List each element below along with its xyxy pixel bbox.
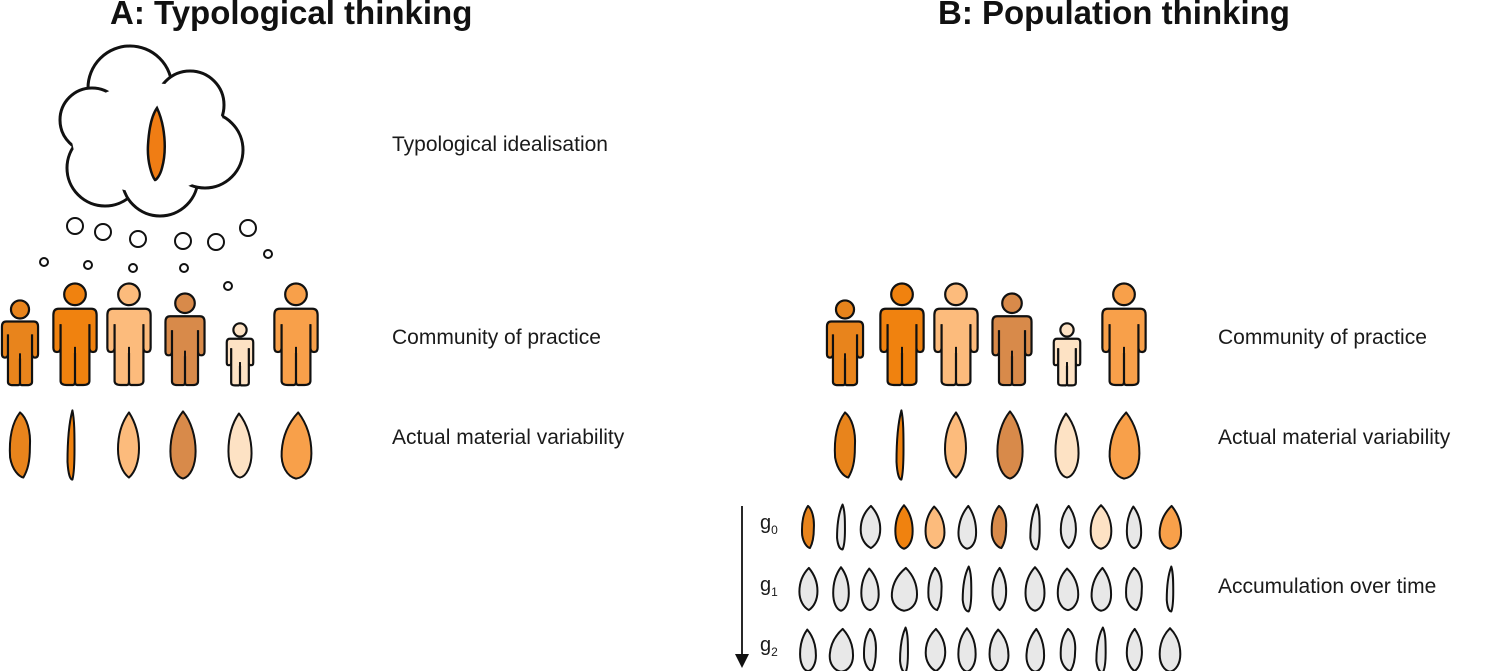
- stone-tool-icon: [1096, 628, 1105, 671]
- thought-bubble-icon: [83, 260, 93, 270]
- label-variability-a: Actual material variability: [392, 426, 625, 449]
- arrow-head-icon: [735, 654, 749, 668]
- stone-tool-icon: [895, 505, 912, 549]
- stone-tool-icon: [864, 629, 876, 671]
- person-icon: [991, 292, 1033, 387]
- stone-tool-icon: [1092, 568, 1112, 611]
- thought-bubble-icon: [128, 263, 138, 273]
- stone-tool-icon: [861, 506, 881, 548]
- stone-tool-icon: [837, 505, 845, 550]
- stone-tool-icon: [926, 629, 946, 671]
- stone-tool-icon: [958, 628, 975, 671]
- stone-tool-icon: [897, 410, 904, 479]
- stone-tool-icon: [1030, 505, 1039, 550]
- stone-tool-icon: [1127, 507, 1141, 548]
- person-icon: [164, 292, 206, 387]
- idealised-tool-icon: [146, 105, 166, 182]
- stone-tool-icon: [1091, 505, 1112, 549]
- label-accumulation: Accumulation over time: [1218, 575, 1437, 598]
- thought-bubble-icon: [207, 233, 225, 251]
- person-icon: [879, 282, 925, 387]
- thought-bubble-icon: [174, 232, 192, 250]
- person-icon: [1101, 282, 1147, 387]
- panel-b-title: B: Population thinking: [938, 0, 1290, 31]
- stone-tool-icon: [963, 567, 972, 612]
- stone-tool-icon: [833, 567, 849, 611]
- stone-tool-icon: [1160, 506, 1181, 549]
- person-icon: [0, 299, 40, 387]
- stone-tool-icon: [1026, 629, 1044, 671]
- person-icon: [52, 282, 98, 387]
- stone-tool-icon: [900, 628, 908, 671]
- stone-tool-icon: [1126, 568, 1142, 610]
- stone-tool-icon: [1026, 567, 1045, 611]
- thought-bubble-icon: [263, 249, 273, 259]
- stone-tool-icon: [1058, 569, 1078, 610]
- stone-tool-icon: [68, 410, 75, 479]
- stone-tool-icon: [835, 412, 855, 477]
- stone-tool-icon: [800, 630, 816, 671]
- label-community-a: Community of practice: [392, 326, 601, 349]
- stone-tool-icon: [928, 568, 941, 610]
- person-icon: [106, 282, 152, 387]
- thought-bubble-icon: [94, 223, 112, 241]
- stone-tool-icon: [282, 412, 312, 478]
- stone-tool-icon: [1127, 629, 1142, 671]
- stone-tool-icon: [118, 412, 139, 477]
- thought-bubble-icon: [223, 281, 233, 291]
- stone-tool-icon: [993, 568, 1007, 610]
- stone-tool-icon: [926, 507, 945, 548]
- stone-tool-icon: [861, 569, 878, 610]
- person-icon: [1052, 322, 1082, 387]
- stone-tool-icon: [1061, 506, 1076, 548]
- thought-bubble-icon: [129, 230, 147, 248]
- generation-label-0: g0: [760, 512, 778, 537]
- stone-tool-icon: [170, 411, 195, 478]
- label-community-b: Community of practice: [1218, 326, 1427, 349]
- stone-tool-icon: [1167, 567, 1174, 612]
- person-icon: [225, 322, 255, 387]
- generation-label-1: g1: [760, 574, 778, 599]
- stone-tool-icon: [10, 412, 30, 477]
- stone-tool-icon: [992, 506, 1007, 548]
- label-variability-b: Actual material variability: [1218, 426, 1451, 449]
- stone-tool-icon: [958, 506, 976, 549]
- stone-tool-icon: [1110, 412, 1140, 478]
- stone-tool-icon: [830, 629, 853, 671]
- stone-tool-icon: [997, 411, 1022, 478]
- person-icon: [933, 282, 979, 387]
- thought-bubble-icon: [66, 217, 84, 235]
- stone-tool-icon: [945, 412, 966, 477]
- person-icon: [273, 282, 319, 387]
- person-icon: [825, 299, 865, 387]
- thought-cloud-icon: [58, 44, 245, 218]
- thought-bubble-icon: [39, 257, 49, 267]
- stone-tool-icon: [1061, 629, 1076, 671]
- panel-a-title: A: Typological thinking: [110, 0, 473, 31]
- stone-tool-icon: [228, 414, 251, 478]
- thought-bubble-icon: [239, 219, 257, 237]
- label-typological-idealisation: Typological idealisation: [392, 133, 608, 156]
- stone-tool-icon: [1055, 414, 1078, 478]
- stone-tool-icon: [990, 630, 1009, 671]
- stone-tool-icon: [892, 568, 917, 611]
- thought-bubble-icon: [179, 263, 189, 273]
- stone-tool-icon: [1160, 628, 1181, 671]
- stone-tool-icon: [802, 506, 814, 548]
- generation-label-2: g2: [760, 634, 778, 659]
- stone-tool-icon: [799, 568, 817, 610]
